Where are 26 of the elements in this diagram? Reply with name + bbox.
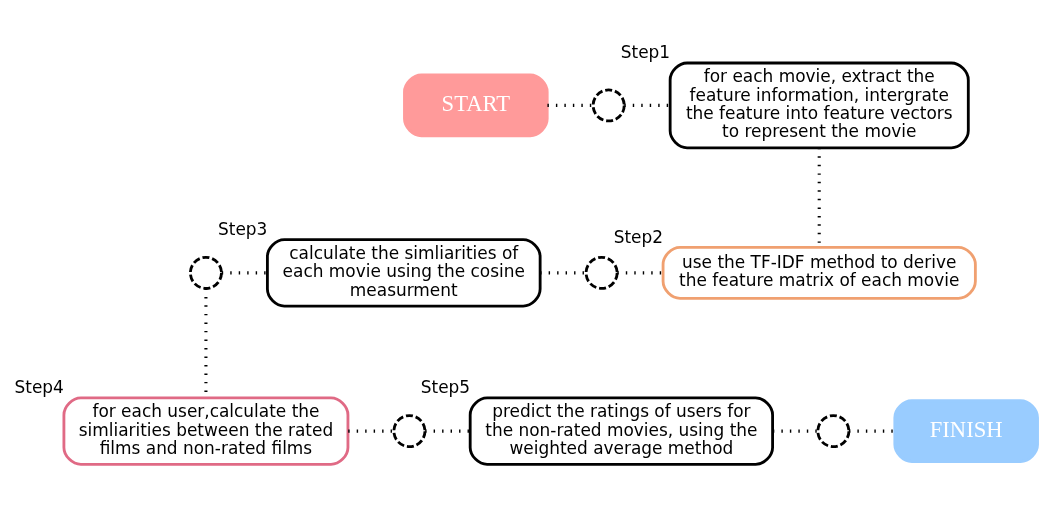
connector bbox=[540, 270, 586, 274]
node-box: predict the ratings of users for the non-rated movies, using the weighted average method bbox=[468, 396, 774, 466]
connector bbox=[624, 103, 670, 107]
connector bbox=[221, 270, 268, 274]
connector bbox=[425, 429, 470, 433]
connector bbox=[772, 429, 818, 433]
node-box: FINISH bbox=[893, 398, 1039, 463]
connector bbox=[617, 270, 664, 274]
node-box: START bbox=[403, 73, 549, 137]
node-label: Step1 bbox=[620, 41, 671, 62]
node-circle bbox=[591, 87, 626, 122]
node-box: for each user,calculate the simliarities between the rated films and non-rated films bbox=[62, 396, 350, 466]
node-box: calculate the simliarities of each movie using the cosine measurment bbox=[266, 237, 542, 307]
node-label: Step5 bbox=[420, 376, 471, 397]
node-circle bbox=[816, 413, 851, 448]
connector bbox=[848, 429, 895, 433]
node-label: Step4 bbox=[14, 376, 64, 397]
node-label: Step3 bbox=[218, 218, 268, 239]
node-circle bbox=[188, 255, 223, 290]
node-circle bbox=[584, 255, 619, 290]
connector bbox=[348, 429, 394, 433]
node-box: use the TF-IDF method to derive the feature matrix of each movie bbox=[661, 245, 977, 300]
node-box: for each movie, extract the feature information, intergrate the feature into feature vectors to represent the movie bbox=[668, 61, 970, 149]
node-circle bbox=[392, 413, 427, 448]
connector bbox=[547, 103, 593, 107]
node-label: Step2 bbox=[613, 226, 664, 247]
